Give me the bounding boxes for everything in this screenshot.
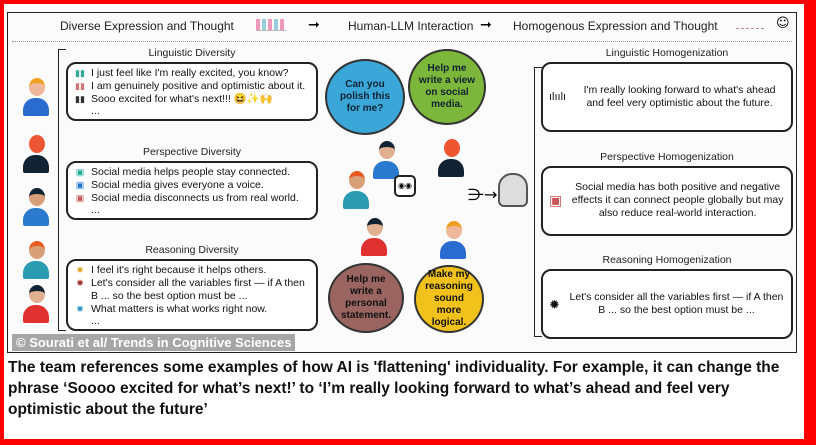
list-item: ... (91, 315, 100, 327)
list-item: ... (91, 203, 100, 216)
right-bracket (534, 67, 542, 337)
perspective-diversity-title: Perspective Diversity (142, 145, 242, 158)
arrow-icon: ➞ (480, 17, 492, 33)
person-avatar (373, 141, 399, 181)
list-item: I am genuinely positive and optimistic a… (91, 80, 306, 92)
right-column: Linguistic Homogenization ılıılı I'm rea… (541, 47, 793, 339)
reasoning-diversity-box: ✹ I feel it's right because it helps othe… (66, 259, 318, 331)
lightbulb-icon: ✹ (76, 278, 84, 288)
reasoning-diversity-section: Reasoning Diversity ✹ I feel it's right b… (66, 244, 318, 331)
reasoning-homogenization-box: ✹ Let's consider all the variables first… (541, 269, 793, 339)
phone-icon: ▣ (75, 192, 85, 203)
reasoning-diversity-title: Reasoning Diversity (145, 244, 239, 256)
diverse-bars-icon (256, 19, 286, 31)
image-caption: The team references some examples of how… (8, 359, 780, 418)
list-item: ... (91, 105, 100, 117)
phone-icon: ▣ (75, 179, 85, 190)
person-avatar (440, 221, 466, 261)
person-avatar (361, 218, 387, 258)
speech-bubble-yellow: Make my reasoning sound more logical. (414, 265, 484, 333)
divider (12, 41, 792, 42)
reasoning-homogenization-title: Reasoning Homogenization (602, 254, 732, 266)
waveform-icon: ▮▮ (75, 94, 85, 104)
speech-bubble-green: Help me write a view on social media. (408, 49, 486, 125)
merge-arrow-icon: ⋺→ (468, 185, 498, 204)
linguistic-diversity-box: ▮▮ I just feel like I'm really excited, y… (66, 62, 318, 121)
person-avatar (438, 139, 464, 179)
left-bracket (58, 49, 66, 331)
person-avatar (23, 188, 49, 228)
flat-bars-icon (736, 23, 764, 29)
arrow-icon: ➞ (308, 17, 320, 33)
linguistic-diversity-section: Linguistic Diversity ▮▮ I just feel like … (66, 47, 318, 121)
waveform-icon: ▮▮ (75, 68, 85, 78)
header-homogenous: Homogenous Expression and Thought (513, 19, 718, 33)
robot-icon: ◉◉ (394, 175, 416, 197)
ai-user-icon (498, 173, 528, 207)
list-item: Sooo excited for what's next!!! 😆✨🙌 (91, 93, 273, 105)
figure-image: Diverse Expression and Thought ➞ Human-L… (7, 12, 797, 353)
list-item: Social media helps people stay connected… (91, 165, 291, 178)
homogenized-text: I'm really looking forward to what's ahe… (583, 84, 776, 109)
homogenized-text: Social media has both positive and negat… (571, 181, 784, 219)
person-avatar (23, 241, 49, 281)
perspective-homogenization-section: Perspective Homogenization ▣ Social medi… (541, 151, 793, 236)
lightbulb-icon: ✹ (76, 304, 84, 314)
waveform-icon: ılıılı (549, 90, 567, 103)
list-item: Social media disconnects us from real wo… (91, 191, 299, 204)
linguistic-diversity-title: Linguistic Diversity (148, 47, 236, 59)
lightbulb-icon: ✹ (76, 265, 84, 275)
perspective-diversity-section: Perspective Diversity ▣ Social media help… (66, 146, 318, 220)
person-avatar (23, 78, 49, 118)
speech-bubble-brown: Help me write a personal statement. (328, 263, 404, 333)
list-item: Social media gives everyone a voice. (91, 178, 264, 191)
linguistic-homogenization-box: ılıılı I'm really looking forward to wha… (541, 62, 793, 132)
reasoning-homogenization-section: Reasoning Homogenization ✹ Let's conside… (541, 254, 793, 339)
linguistic-homogenization-section: Linguistic Homogenization ılıılı I'm rea… (541, 47, 793, 132)
left-column: Linguistic Diversity ▮▮ I just feel like … (66, 47, 318, 331)
perspective-homogenization-box: ▣ Social media has both positive and neg… (541, 165, 793, 236)
speech-bubble-blue: Can you polish this for me? (325, 59, 405, 135)
header-diverse: Diverse Expression and Thought (60, 19, 234, 33)
lightbulb-icon: ✹ (549, 296, 560, 312)
phone-icon: ▣ (75, 166, 85, 177)
person-avatar (23, 135, 49, 175)
list-item: I just feel like I'm really excited, you… (91, 67, 289, 79)
homogenized-text: Let's consider all the variables first —… (569, 291, 784, 316)
list-item: I feel it's right because it helps other… (91, 264, 267, 276)
social-media-icon: ▣ (549, 192, 563, 208)
waveform-icon: ▮▮ (75, 81, 85, 91)
robot-head-icon: ☺ (776, 16, 790, 31)
person-avatar (23, 285, 49, 325)
linguistic-homogenization-title: Linguistic Homogenization (605, 47, 729, 59)
perspective-homogenization-title: Perspective Homogenization (600, 150, 734, 163)
list-item: Let's consider all the variables first —… (91, 277, 305, 302)
header-interaction: Human-LLM Interaction (348, 19, 474, 33)
perspective-diversity-box: ▣ Social media helps people stay connecte… (66, 160, 318, 220)
list-item: What matters is what works right now. (91, 303, 268, 315)
person-avatar (343, 171, 369, 211)
image-credit: © Sourati et al/ Trends in Cognitive Sci… (12, 334, 296, 351)
